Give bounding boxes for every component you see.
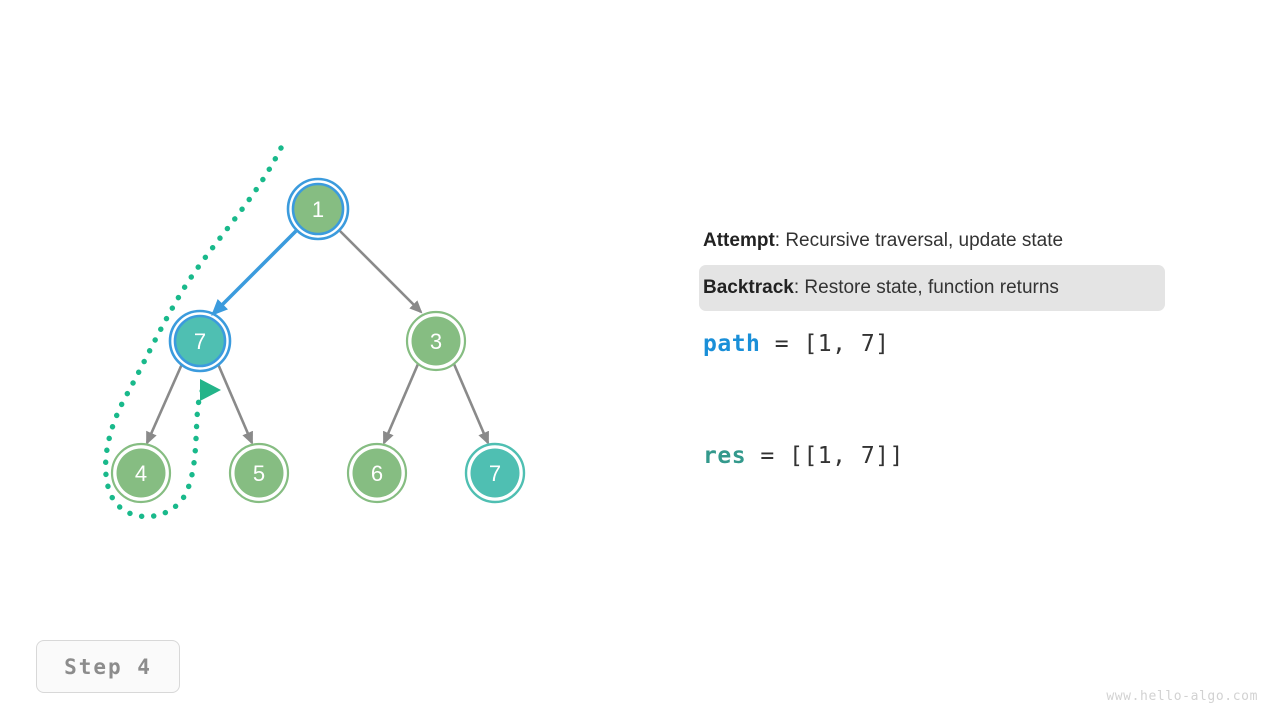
path-variable-name: path [703, 331, 761, 358]
tree-node-3[interactable]: 3 [405, 310, 467, 372]
edge-n2-n5 [216, 363, 254, 445]
node-body [411, 316, 461, 366]
attempt-label: Attempt [703, 230, 775, 251]
path-equals: = [760, 331, 804, 358]
node-value: 1 [312, 197, 324, 222]
edge-n1-n3 [339, 230, 423, 314]
node-body [291, 182, 345, 236]
recursion-position-marker-icon [200, 379, 221, 401]
node-outer-ring [228, 442, 290, 504]
tree-node-4[interactable]: 4 [110, 442, 172, 504]
res-equals: = [746, 443, 790, 470]
tree-node-6[interactable]: 6 [346, 442, 408, 504]
node-body [116, 448, 166, 498]
backtrack-line: Backtrack: Restore state, function retur… [699, 264, 1165, 312]
node-body [173, 314, 227, 368]
res-value: [[1, 7]] [789, 443, 904, 470]
attempt-text: : Recursive traversal, update state [774, 230, 1064, 251]
edge-n2-n4 [145, 363, 184, 445]
state-row-spacer [703, 387, 1223, 443]
edge-n3-n7 [452, 363, 490, 445]
node-value: 4 [135, 461, 147, 486]
node-outer-ring [464, 442, 526, 504]
state-row-res: res = [[1, 7]] [703, 443, 1223, 499]
edge-n1-n2 [211, 229, 298, 316]
node-outer-ring [286, 177, 350, 241]
step-badge: Step 4 [36, 640, 180, 693]
tree-edges [145, 229, 490, 445]
node-outer-ring [346, 442, 408, 504]
state-variables: path = [1, 7] res = [[1, 7]] [703, 331, 1223, 499]
tree-node-7-left[interactable]: 7 [168, 309, 232, 373]
node-outer-ring [110, 442, 172, 504]
node-value: 3 [430, 329, 442, 354]
binary-tree-diagram: 1 7 3 4 5 6 7 [102, 145, 526, 520]
tree-node-1[interactable]: 1 [286, 177, 350, 241]
node-value: 7 [489, 461, 501, 486]
node-body [234, 448, 284, 498]
node-value: 5 [253, 461, 265, 486]
node-body [470, 448, 520, 498]
tree-nodes: 1 7 3 4 5 6 7 [110, 177, 526, 504]
res-variable-name: res [703, 443, 747, 470]
node-outer-ring [168, 309, 232, 373]
node-value: 6 [371, 461, 383, 486]
attempt-line: Attempt: Recursive traversal, update sta… [703, 226, 1223, 256]
state-row-path: path = [1, 7] [703, 331, 1223, 387]
tree-node-7-right[interactable]: 7 [464, 442, 526, 504]
node-value: 7 [194, 329, 206, 354]
edge-n3-n6 [382, 363, 420, 445]
path-value: [1, 7] [803, 331, 890, 358]
watermark: www.hello-algo.com [1106, 689, 1258, 704]
explanation-panel: Attempt: Recursive traversal, update sta… [699, 226, 1223, 499]
backtrack-text: : Restore state, function returns [793, 276, 1059, 298]
backtrack-label: Backtrack [703, 276, 794, 298]
tree-node-5[interactable]: 5 [228, 442, 290, 504]
node-body [352, 448, 402, 498]
node-outer-ring [405, 310, 467, 372]
